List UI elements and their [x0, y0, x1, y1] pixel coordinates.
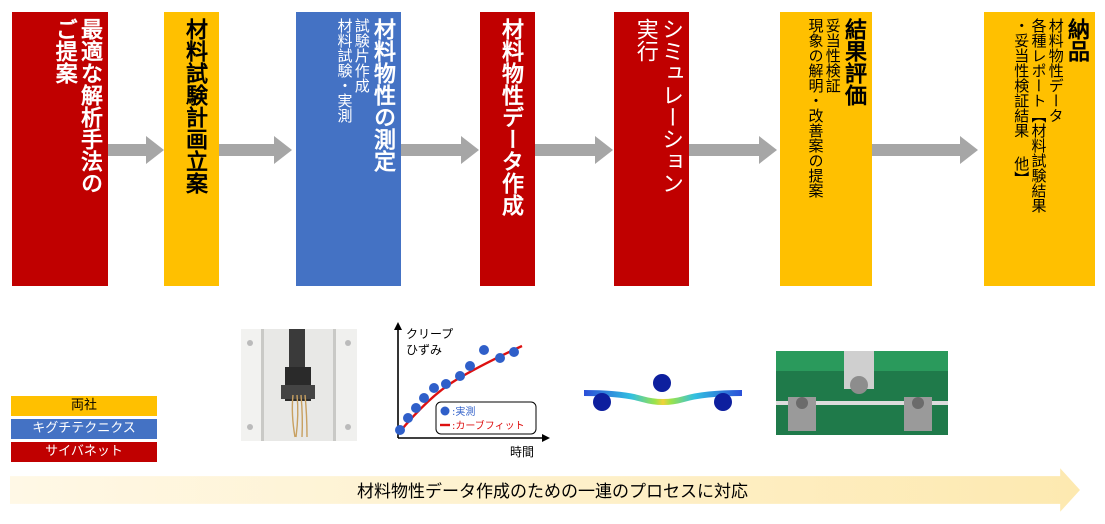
legend-measured: :実測 [452, 405, 475, 418]
point [465, 361, 475, 371]
test-fixture-photo [241, 329, 357, 441]
arrow-6 [872, 136, 978, 164]
measured-points [395, 345, 519, 435]
point [455, 371, 465, 381]
step-proposal: 最適な解析手法の ご提案 [12, 12, 108, 286]
x-axis-arrowhead [542, 434, 550, 442]
step-evaluation-title: 結果評価 [841, 18, 866, 106]
step-measurement-sub-2: 材料試験・実測 [335, 18, 354, 123]
point [509, 347, 519, 357]
point [441, 379, 451, 389]
point [495, 353, 505, 363]
chart-legend [435, 401, 537, 435]
legend-fit: :カーブフィット [452, 419, 525, 432]
step-delivery-title: 納品 [1064, 18, 1089, 62]
step-data-creation-title: 材料物性データ作成 [498, 18, 523, 216]
step-simulation: シミュレーション 実行 [614, 12, 689, 286]
support-pin-left [593, 393, 611, 411]
step-measurement-sub-1: 試験片作成 [352, 18, 371, 93]
bend-test-photo [776, 351, 948, 435]
arrow-2 [219, 136, 292, 164]
load-pin [653, 374, 671, 392]
creep-curve-chart: クリープ ひずみ 時間 :実測 :カーブフィット [394, 322, 550, 459]
step-evaluation-sub-1: 妥当性検証 [823, 18, 842, 93]
support-pin-right [714, 393, 732, 411]
point [403, 413, 413, 423]
legend-both: 両社 [11, 396, 157, 416]
beam [584, 390, 742, 405]
x-axis-label: 時間 [510, 445, 534, 459]
arrow-4 [535, 136, 613, 164]
point [419, 393, 429, 403]
step-proposal-title: 最適な解析手法の [77, 18, 102, 194]
step-test-plan-title: 材料試験計画立案 [182, 18, 207, 194]
step-delivery-sub-2: 各種レポート【材料試験結果 [1029, 18, 1048, 213]
point [429, 383, 439, 393]
step-evaluation-sub-2: 現象の解明・改善案の提案 [806, 18, 825, 198]
step-measurement-title: 材料物性の測定 [370, 18, 395, 172]
legend-marker [440, 406, 450, 416]
legend-kiguchi: キグチテクニクス [11, 419, 157, 439]
step-simulation-title: シミュレーション [658, 18, 683, 194]
step-delivery-sub-1: 材料物性データ [1046, 18, 1065, 123]
arrow-3 [401, 136, 479, 164]
step-data-creation: 材料物性データ作成 [480, 12, 535, 286]
point [411, 403, 421, 413]
step-proposal-title-2: ご提案 [51, 18, 77, 84]
y-axis-label-1: クリープ [406, 327, 453, 341]
process-banner-arrow [10, 468, 1080, 512]
arrow-5 [689, 136, 777, 164]
step-evaluation: 結果評価 妥当性検証 現象の解明・改善案の提案 [780, 12, 872, 286]
point [395, 425, 405, 435]
y-axis-arrowhead [394, 322, 402, 330]
step-delivery: 納品 材料物性データ 各種レポート【材料試験結果 ・妥当性検証結果 他】 [984, 12, 1095, 286]
step-measurement: 材料物性の測定 試験片作成 材料試験・実測 [296, 12, 401, 286]
step-simulation-title-2: 実行 [632, 18, 658, 62]
step-test-plan: 材料試験計画立案 [164, 12, 219, 286]
point [479, 345, 489, 355]
bending-simulation-image [584, 374, 742, 411]
process-banner-text: 材料物性データ作成のための一連のプロセスに対応 [357, 482, 748, 502]
step-delivery-sub-3: ・妥当性検証結果 他】 [1012, 18, 1031, 186]
y-axis-label-2: ひずみ [406, 343, 442, 357]
arrow-1 [108, 136, 164, 164]
legend-cybernet: サイバネット [11, 442, 157, 462]
